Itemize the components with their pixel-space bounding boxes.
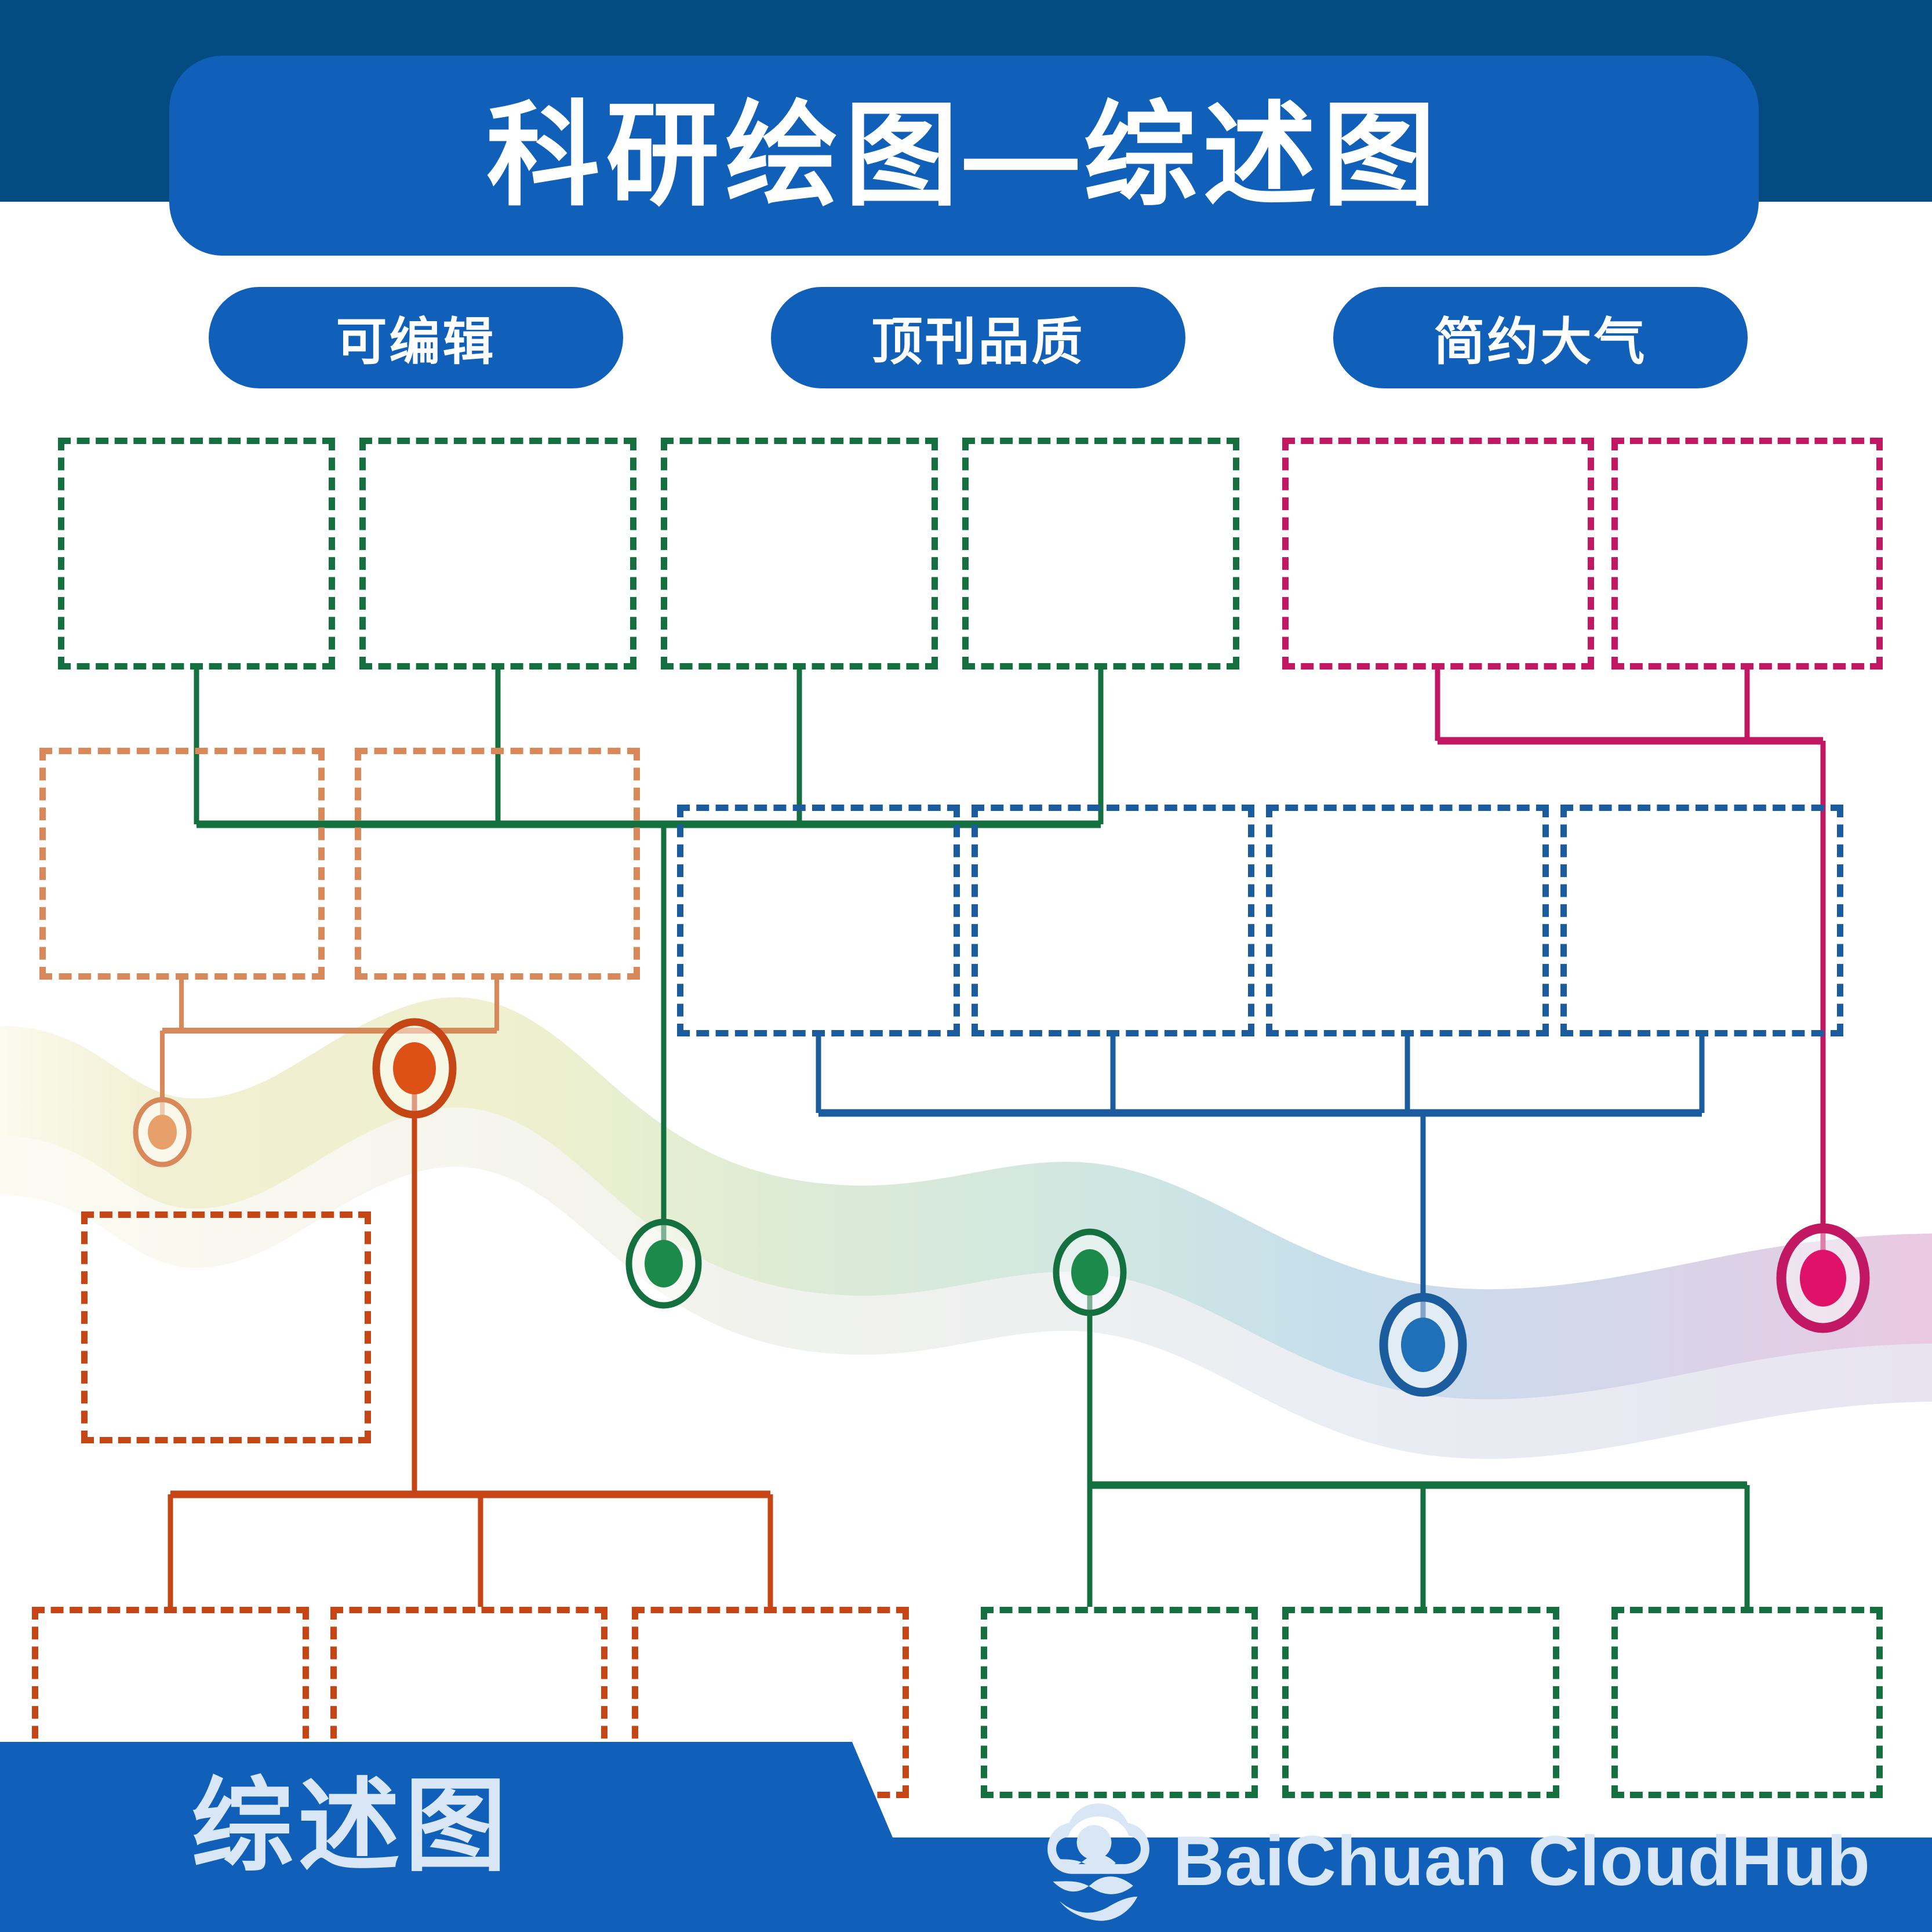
placeholder-box[interactable] — [981, 1607, 1258, 1798]
placeholder-box[interactable] — [1266, 805, 1549, 1036]
brand-lockup: BaiChuan CloudHub — [1043, 1797, 1871, 1924]
feature-tag-row: 可编辑 顶刊品质 简约大气 — [0, 287, 1932, 388]
placeholder-box[interactable] — [359, 438, 636, 670]
timeline-node-crimson[interactable] — [1776, 1223, 1870, 1333]
placeholder-box[interactable] — [677, 805, 960, 1036]
brand-name: BaiChuan CloudHub — [1173, 1821, 1871, 1900]
timeline-node-lightorange[interactable] — [133, 1097, 192, 1167]
title-banner: 科研绘图—综述图 — [169, 56, 1759, 256]
timeline-node-green-1[interactable] — [625, 1218, 702, 1309]
timeline-node-green-2[interactable] — [1053, 1228, 1127, 1316]
feature-tag-style[interactable]: 简约大气 — [1333, 287, 1748, 388]
feature-tag-label: 可编辑 — [336, 313, 496, 370]
feature-tag-label: 顶刊品质 — [871, 313, 1085, 370]
timeline-node-blue[interactable] — [1379, 1293, 1467, 1397]
ribbon-main — [0, 997, 1932, 1400]
feature-tag-editable[interactable]: 可编辑 — [209, 287, 623, 388]
connector-group-top-green — [194, 670, 1104, 1264]
placeholder-box[interactable] — [962, 438, 1239, 670]
placeholder-box[interactable] — [81, 1211, 371, 1443]
placeholder-box[interactable] — [39, 748, 325, 980]
placeholder-box[interactable] — [58, 438, 335, 670]
connector-group-bottom-green — [1087, 1272, 1750, 1607]
placeholder-box[interactable] — [661, 438, 938, 670]
cloud-sun-wave-icon — [1043, 1797, 1154, 1924]
placeholder-box[interactable] — [1611, 438, 1883, 670]
connector-group-mid-blue — [816, 1036, 1705, 1345]
feature-tag-quality[interactable]: 顶刊品质 — [771, 287, 1185, 388]
placeholder-box[interactable] — [972, 805, 1254, 1036]
footer-title: 综述图 — [191, 1770, 512, 1883]
feature-tag-label: 简约大气 — [1433, 313, 1647, 370]
placeholder-box[interactable] — [1282, 438, 1594, 670]
connector-group-bottom-orange — [168, 1068, 773, 1607]
connector-group-top-crimson — [1435, 670, 1826, 1278]
placeholder-box[interactable] — [355, 748, 640, 980]
placeholder-box[interactable] — [1282, 1607, 1559, 1798]
page-title: 科研绘图—综述图 — [486, 92, 1442, 219]
placeholder-box[interactable] — [1611, 1607, 1883, 1798]
timeline-node-orange[interactable] — [372, 1018, 457, 1119]
placeholder-box[interactable] — [1560, 805, 1843, 1036]
